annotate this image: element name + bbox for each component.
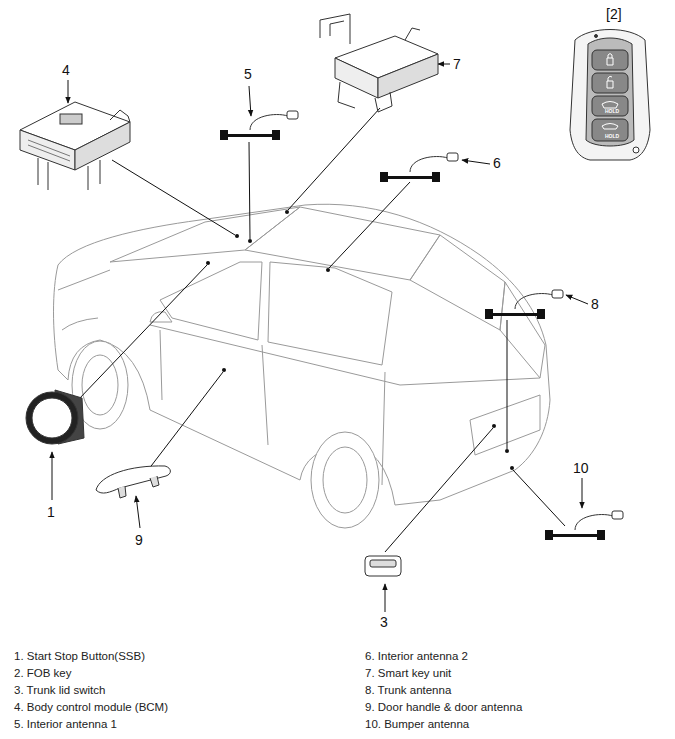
callout-number: 10 — [573, 460, 589, 476]
interior-antenna-1 — [220, 111, 298, 140]
part-list-item: 5. Interior antenna 1 — [14, 718, 117, 731]
callout-number: 9 — [135, 532, 143, 548]
callout-number: 6 — [493, 155, 501, 171]
start-stop-button — [26, 390, 84, 444]
bcm-module — [20, 102, 130, 190]
leader-lines — [52, 64, 588, 612]
trunk-lid-switch — [365, 556, 401, 576]
part-list-item: 8. Trunk antenna — [365, 684, 451, 697]
part-list-item: 3. Trunk lid switch — [14, 684, 105, 697]
part-list-item: 7. Smart key unit — [365, 667, 451, 680]
part-list-item: 1. Start Stop Button(SSB) — [14, 650, 145, 663]
fob-ref: [2] — [606, 6, 622, 22]
interior-antenna-2 — [380, 153, 458, 182]
callout-number: 4 — [62, 62, 70, 78]
button-text: HOLD — [605, 134, 619, 140]
callout-number: 5 — [244, 66, 252, 82]
car-outline — [54, 204, 551, 528]
callout-number: 8 — [591, 296, 599, 312]
button-text: HOLD — [605, 109, 619, 115]
trunk-antenna — [485, 290, 563, 319]
part-list-item: 10. Bumper antenna — [365, 718, 469, 731]
part-list-item: 4. Body control module (BCM) — [14, 701, 168, 714]
part-list-item: 2. FOB key — [14, 667, 72, 680]
callout-number: 3 — [380, 614, 388, 630]
callout-number: 7 — [453, 56, 461, 72]
smart-key-unit — [320, 14, 438, 112]
callout-number: 1 — [47, 504, 55, 520]
fob-key — [570, 30, 650, 161]
part-list-item: 6. Interior antenna 2 — [365, 650, 468, 663]
location-dots — [206, 210, 514, 470]
door-handle — [96, 466, 170, 498]
part-list-item: 9. Door handle & door antenna — [365, 701, 522, 714]
bumper-antenna — [545, 511, 623, 540]
